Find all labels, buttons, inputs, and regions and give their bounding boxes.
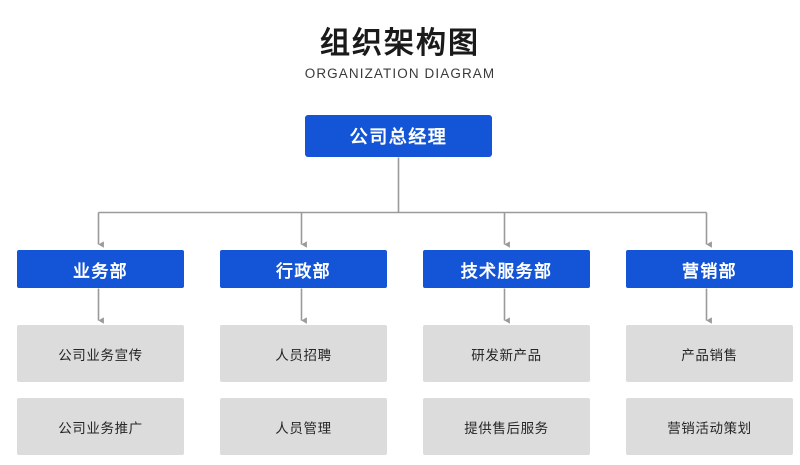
page-title: 组织架构图 bbox=[320, 26, 480, 61]
node-task-label: 人员招聘 bbox=[275, 347, 332, 364]
node-task-marketing-1[interactable]: 产品销售 bbox=[626, 325, 793, 382]
node-department-label: 营销部 bbox=[682, 261, 737, 282]
node-task-label: 研发新产品 bbox=[471, 347, 542, 364]
node-department-technical-service[interactable]: 技术服务部 bbox=[423, 250, 590, 288]
node-task-label: 公司业务推广 bbox=[58, 420, 143, 437]
node-task-label: 提供售后服务 bbox=[464, 420, 549, 437]
node-task-label: 人员管理 bbox=[275, 420, 332, 437]
node-task-technical-service-2[interactable]: 提供售后服务 bbox=[423, 398, 590, 455]
node-task-business-1[interactable]: 公司业务宣传 bbox=[17, 325, 184, 382]
node-root-label: 公司总经理 bbox=[349, 127, 448, 148]
node-department-label: 业务部 bbox=[73, 261, 128, 282]
node-task-label: 营销活动策划 bbox=[667, 420, 752, 437]
node-task-administration-1[interactable]: 人员招聘 bbox=[220, 325, 387, 382]
page-subtitle: ORGANIZATION DIAGRAM bbox=[304, 66, 496, 81]
node-task-technical-service-1[interactable]: 研发新产品 bbox=[423, 325, 590, 382]
node-root-general-manager[interactable]: 公司总经理 bbox=[305, 115, 492, 157]
node-task-marketing-2[interactable]: 营销活动策划 bbox=[626, 398, 793, 455]
node-task-label: 公司业务宣传 bbox=[58, 347, 143, 364]
node-task-administration-2[interactable]: 人员管理 bbox=[220, 398, 387, 455]
node-task-business-2[interactable]: 公司业务推广 bbox=[17, 398, 184, 455]
node-department-business[interactable]: 业务部 bbox=[17, 250, 184, 288]
node-task-label: 产品销售 bbox=[681, 347, 738, 364]
diagram-header: 组织架构图 ORGANIZATION DIAGRAM bbox=[0, 26, 800, 83]
node-department-label: 技术服务部 bbox=[460, 261, 553, 282]
node-department-marketing[interactable]: 营销部 bbox=[626, 250, 793, 288]
node-department-administration[interactable]: 行政部 bbox=[220, 250, 387, 288]
node-department-label: 行政部 bbox=[276, 261, 331, 282]
